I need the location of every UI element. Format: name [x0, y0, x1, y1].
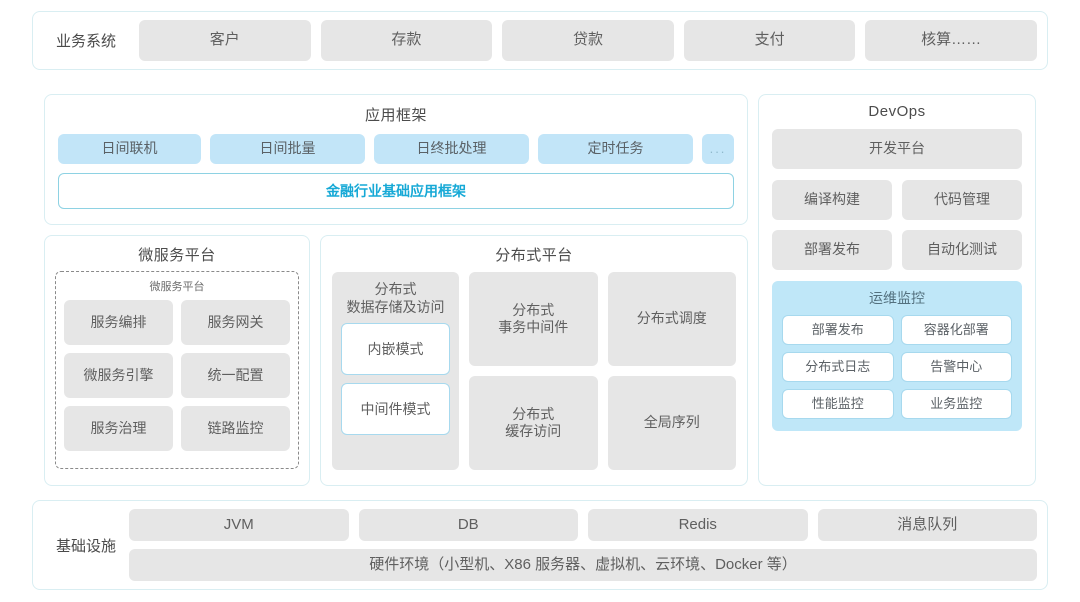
ops-monitoring-group: 运维监控 部署发布 容器化部署 分布式日志 告警中心 性能监控 业务监控 — [772, 281, 1022, 431]
devops-title: DevOps — [868, 103, 926, 120]
ops-monitoring-grid: 部署发布 容器化部署 分布式日志 告警中心 性能监控 业务监控 — [782, 315, 1012, 419]
ms-item-service-governance[interactable]: 服务治理 — [64, 406, 173, 451]
devops-item-dev-platform[interactable]: 开发平台 — [772, 129, 1022, 169]
app-tag-daytime-batch[interactable]: 日间批量 — [210, 134, 365, 164]
ops-item-containerized-deploy[interactable]: 容器化部署 — [900, 315, 1012, 345]
dist-item-cache-access[interactable]: 分布式 缓存访问 — [469, 376, 598, 470]
devops-item-automated-testing[interactable]: 自动化测试 — [902, 230, 1022, 270]
infra-item-db[interactable]: DB — [358, 509, 578, 541]
distributed-platform-body: 分布式 数据存储及访问 内嵌模式 中间件模式 分布式 事务中间件 分布式调度 分… — [332, 272, 736, 470]
microservice-platform-title: 微服务平台 — [138, 247, 216, 264]
ms-item-link-monitoring[interactable]: 链路监控 — [181, 406, 290, 451]
financial-base-framework-bar[interactable]: 金融行业基础应用框架 — [58, 173, 734, 209]
microservice-platform-grid: 服务编排 服务网关 微服务引擎 统一配置 服务治理 链路监控 — [64, 300, 290, 451]
business-system-payment[interactable]: 支付 — [683, 20, 856, 61]
dist-item-global-sequence[interactable]: 全局序列 — [607, 376, 736, 470]
ms-item-microservice-engine[interactable]: 微服务引擎 — [64, 353, 173, 398]
microservice-platform-subtitle: 微服务平台 — [149, 281, 205, 293]
application-framework-title: 应用框架 — [364, 107, 427, 124]
business-systems-row: 业务系统 客户 存款 贷款 支付 核算…… — [32, 11, 1048, 70]
infrastructure-row: 基础设施 JVM DB Redis 消息队列 硬件环境（小型机、X86 服务器、… — [32, 500, 1048, 590]
infra-item-message-queue[interactable]: 消息队列 — [817, 509, 1037, 541]
application-framework-panel: 应用框架 日间联机 日间批量 日终批处理 定时任务 ... 金融行业基础应用框架 — [44, 94, 748, 225]
ops-item-alert-center[interactable]: 告警中心 — [900, 352, 1012, 382]
ops-monitoring-title: 运维监控 — [869, 290, 925, 306]
distributed-storage-group: 分布式 数据存储及访问 内嵌模式 中间件模式 — [332, 272, 459, 470]
dist-item-scheduling[interactable]: 分布式调度 — [607, 272, 736, 366]
distributed-platform-grid: 分布式 事务中间件 分布式调度 分布式 缓存访问 全局序列 — [469, 272, 736, 470]
devops-item-code-management[interactable]: 代码管理 — [902, 180, 1022, 220]
infrastructure-content: JVM DB Redis 消息队列 硬件环境（小型机、X86 服务器、虚拟机、云… — [129, 509, 1037, 581]
app-tag-daytime-online[interactable]: 日间联机 — [58, 134, 201, 164]
ops-item-business-monitoring[interactable]: 业务监控 — [900, 389, 1012, 419]
microservice-platform-dashed-group: 微服务平台 服务编排 服务网关 微服务引擎 统一配置 服务治理 链路监控 — [55, 271, 299, 469]
middle-section: 应用框架 日间联机 日间批量 日终批处理 定时任务 ... 金融行业基础应用框架… — [44, 94, 1036, 486]
dist-item-transaction-middleware[interactable]: 分布式 事务中间件 — [469, 272, 598, 366]
business-systems-label: 业务系统 — [55, 33, 116, 50]
infrastructure-items: JVM DB Redis 消息队列 — [129, 509, 1037, 541]
distributed-storage-title: 分布式 数据存储及访问 — [346, 281, 445, 316]
ms-item-unified-config[interactable]: 统一配置 — [181, 353, 290, 398]
devops-item-compile-build[interactable]: 编译构建 — [772, 180, 892, 220]
infrastructure-label: 基础设施 — [55, 537, 116, 555]
infra-item-jvm[interactable]: JVM — [129, 509, 349, 541]
ops-item-deploy-release[interactable]: 部署发布 — [782, 315, 894, 345]
ms-item-service-gateway[interactable]: 服务网关 — [181, 300, 290, 345]
microservice-platform-panel: 微服务平台 微服务平台 服务编排 服务网关 微服务引擎 统一配置 服务治理 链路… — [44, 235, 310, 486]
ms-item-service-orchestration[interactable]: 服务编排 — [64, 300, 173, 345]
ops-item-performance-monitoring[interactable]: 性能监控 — [782, 389, 894, 419]
app-tag-eod-batch[interactable]: 日终批处理 — [374, 134, 529, 164]
business-system-customer[interactable]: 客户 — [139, 20, 311, 61]
devops-item-deploy-release[interactable]: 部署发布 — [772, 230, 892, 270]
application-framework-tags: 日间联机 日间批量 日终批处理 定时任务 ... — [58, 134, 734, 164]
app-tag-more[interactable]: ... — [702, 134, 734, 164]
business-system-loan[interactable]: 贷款 — [502, 20, 674, 61]
distributed-platform-panel: 分布式平台 分布式 数据存储及访问 内嵌模式 中间件模式 分布式 事务中间件 分… — [320, 235, 748, 486]
infra-item-redis[interactable]: Redis — [588, 509, 808, 541]
infrastructure-hardware-row: 硬件环境（小型机、X86 服务器、虚拟机、云环境、Docker 等） — [129, 549, 1037, 581]
middle-left-column: 应用框架 日间联机 日间批量 日终批处理 定时任务 ... 金融行业基础应用框架… — [44, 94, 748, 486]
devops-grid: 编译构建 代码管理 部署发布 自动化测试 — [772, 180, 1022, 270]
storage-mode-embedded[interactable]: 内嵌模式 — [341, 323, 450, 376]
distributed-platform-title: 分布式平台 — [495, 247, 573, 264]
infra-item-hardware-environment[interactable]: 硬件环境（小型机、X86 服务器、虚拟机、云环境、Docker 等） — [129, 549, 1037, 581]
devops-panel: DevOps 开发平台 编译构建 代码管理 部署发布 自动化测试 运维监控 部署… — [758, 94, 1036, 486]
business-system-deposit[interactable]: 存款 — [320, 20, 493, 61]
app-tag-scheduled-task[interactable]: 定时任务 — [538, 134, 693, 164]
ops-item-distributed-log[interactable]: 分布式日志 — [782, 352, 894, 382]
storage-mode-middleware[interactable]: 中间件模式 — [341, 383, 450, 436]
business-system-accounting[interactable]: 核算…… — [865, 20, 1037, 61]
middle-right-column: DevOps 开发平台 编译构建 代码管理 部署发布 自动化测试 运维监控 部署… — [758, 94, 1036, 486]
